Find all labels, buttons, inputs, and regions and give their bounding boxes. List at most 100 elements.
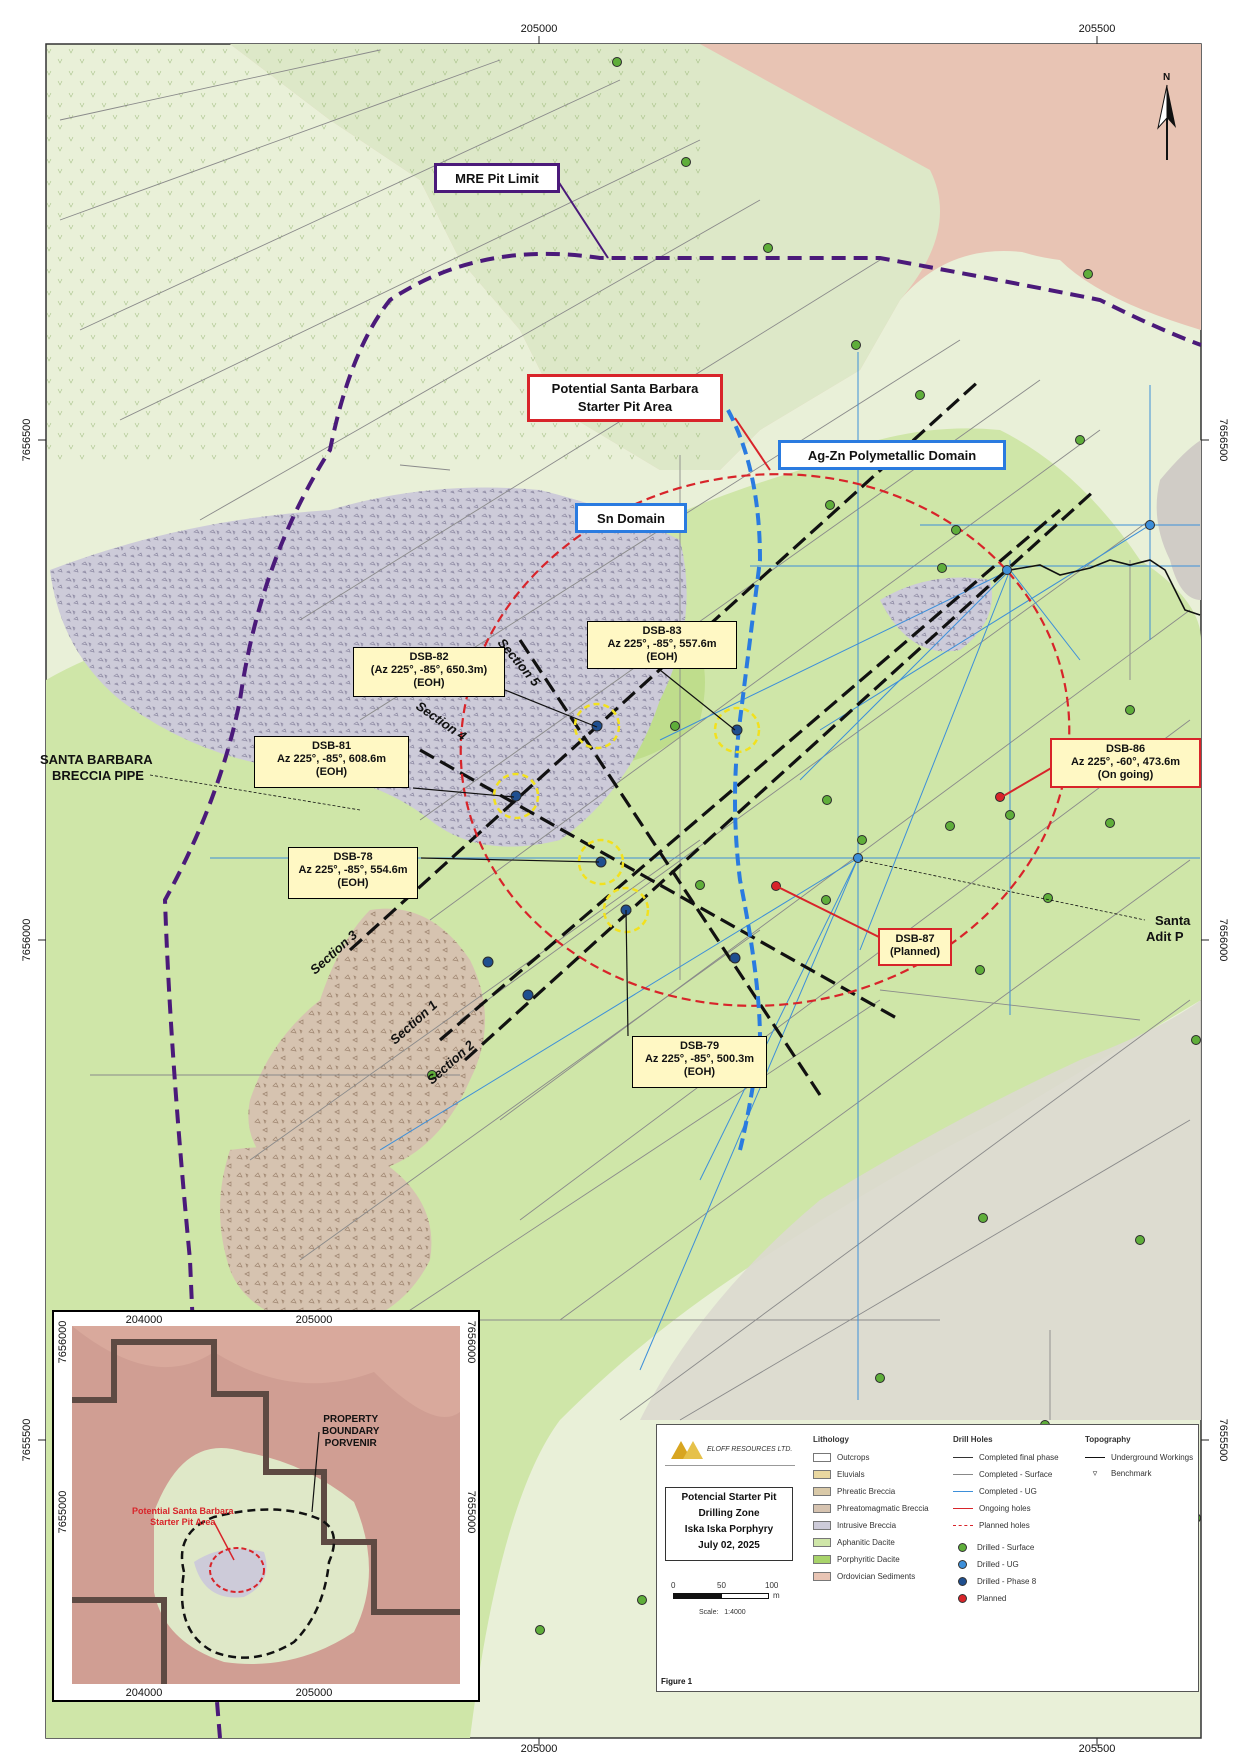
grid-y-right-2: 7656000	[1217, 919, 1229, 962]
legend-title-3: Iska Iska Porphyry	[684, 1524, 774, 1535]
drill-collar-surface	[1083, 269, 1093, 279]
drill-line-label: Ongoing holes	[979, 1504, 1031, 1513]
drill-collar-surface	[763, 243, 773, 253]
drill-collar-phase8	[729, 952, 741, 964]
drill-line-swatch	[953, 1474, 973, 1475]
scale-text: Scale: 1:4000	[699, 1609, 746, 1616]
underground-workings	[1009, 559, 1201, 616]
scale-tick-0: 0	[671, 1581, 676, 1590]
legend-topo-benchmark-label: Benchmark	[1111, 1469, 1152, 1478]
grid-y-right-1: 7656500	[1217, 419, 1229, 462]
lithology-label: Ordovician Sediments	[837, 1572, 916, 1581]
lithology-label: Porphyritic Dacite	[837, 1555, 900, 1564]
drill-point-icon	[958, 1560, 967, 1569]
drill-collar-surface	[1075, 435, 1085, 445]
drill-point-label: Drilled - Surface	[977, 1543, 1035, 1552]
lithology-label: Outcrops	[837, 1453, 870, 1462]
legend-lithology-item: Porphyritic Dacite	[813, 1553, 900, 1566]
drill-collar-surface	[1135, 1235, 1145, 1245]
santa-barbara-label-1: SANTA BARBARA	[40, 752, 153, 767]
starter-pit-area	[459, 473, 1071, 1007]
section-1-line	[438, 508, 1062, 1042]
inset-property-label: PROPERTY BOUNDARY PORVENIR	[322, 1414, 380, 1449]
inset-svg: 204000 205000 204000 205000 7656000 7655…	[57, 1314, 477, 1699]
drill-collar-surface	[945, 821, 955, 831]
legend-drill-line-item: Completed - Surface	[953, 1468, 1052, 1481]
dsb82-box: DSB-82 (Az 225°, -85°, 650.3m) (EOH)	[353, 647, 505, 697]
drill-line-swatch	[953, 1508, 973, 1509]
drill-collar-surface	[427, 1070, 437, 1080]
legend-drill-point-item: Drilled - Phase 8	[953, 1575, 1036, 1588]
lithology-title: Lithology	[813, 1435, 849, 1444]
grid-y-left-1: 7656500	[21, 419, 33, 462]
drill-point-label: Planned	[977, 1594, 1007, 1603]
drill-collar-surface	[951, 525, 961, 535]
scale-bar: 0 50 100 m Scale: 1:4000	[671, 1581, 793, 1621]
drill-point-label: Drilled - Phase 8	[977, 1577, 1037, 1586]
drill-point-icon	[958, 1594, 967, 1603]
inset-tick-right-1: 7656000	[465, 1321, 477, 1364]
legend-drill-line-item: Completed - UG	[953, 1485, 1037, 1498]
sn-domain-callout: Sn Domain	[575, 503, 687, 533]
legend-lithology-item: Phreatomagmatic Breccia	[813, 1502, 929, 1515]
drill-collar-ug	[1145, 520, 1155, 530]
scale-tick-50: 50	[717, 1581, 726, 1590]
drill-collar-phase8	[522, 989, 534, 1001]
legend-lithology-item: Phreatic Breccia	[813, 1485, 895, 1498]
lithology-swatch	[813, 1453, 831, 1462]
dsb78-box: DSB-78 Az 225°, -85°, 554.6m (EOH)	[288, 847, 418, 899]
dsb79-box: DSB-79 Az 225°, -85°, 500.3m (EOH)	[632, 1036, 767, 1088]
inset-tick-bottom-1: 204000	[126, 1687, 163, 1699]
drill-collar-surface	[978, 1213, 988, 1223]
company-name: ELOFF RESOURCES LTD.	[707, 1446, 793, 1453]
legend-topo-underground: Underground Workings	[1085, 1451, 1193, 1464]
grid-x-bottom-2: 205500	[1079, 1743, 1116, 1754]
legend-lithology-item: Outcrops	[813, 1451, 869, 1464]
drill-collar-surface	[695, 880, 705, 890]
grid-x-top-2: 205500	[1079, 23, 1116, 35]
drill-collar-surface	[1105, 818, 1115, 828]
legend-drill-point-item: Drilled - Surface	[953, 1541, 1034, 1554]
inset-tick-top-1: 204000	[126, 1314, 163, 1326]
drill-collar-surface	[612, 57, 622, 67]
legend-lithology-item: Eluvials	[813, 1468, 865, 1481]
drill-collar-surface	[681, 157, 691, 167]
drill-collar-surface	[851, 340, 861, 350]
benchmark-icon: ▿	[1092, 1468, 1098, 1478]
lithology-label: Phreatic Breccia	[837, 1487, 896, 1496]
drill-line-label: Completed - UG	[979, 1487, 1037, 1496]
topo-gray-outcrop	[1156, 440, 1201, 600]
lithology-swatch	[813, 1470, 831, 1479]
legend-drill-point-item: Drilled - UG	[953, 1558, 1019, 1571]
drill-collar-ug	[1002, 565, 1012, 575]
santa-barbara-label-2: BRECCIA PIPE	[52, 768, 144, 783]
dsb81-box: DSB-81 Az 225°, -85°, 608.6m (EOH)	[254, 736, 409, 788]
legend-drill-line-item: Planned holes	[953, 1519, 1030, 1532]
mre-pit-limit-callout: MRE Pit Limit	[434, 163, 560, 193]
inset-tick-top-2: 205000	[296, 1314, 333, 1326]
agzn-domain-callout: Ag-Zn Polymetallic Domain	[778, 440, 1006, 470]
lithology-swatch	[813, 1538, 831, 1547]
drill-collar-surface	[821, 895, 831, 905]
drill-holes-title: Drill Holes	[953, 1435, 993, 1444]
drill-point-label: Drilled - UG	[977, 1560, 1019, 1569]
inset-tick-left-2: 7655000	[57, 1491, 69, 1534]
lithology-label: Aphanitic Dacite	[837, 1538, 895, 1547]
legend-lithology-item: Ordovician Sediments	[813, 1570, 915, 1583]
lithology-swatch	[813, 1487, 831, 1496]
map-legend: ELOFF RESOURCES LTD. Potencial Starter P…	[656, 1424, 1199, 1692]
legend-drill-line-item: Ongoing holes	[953, 1502, 1031, 1515]
grid-ticks	[38, 36, 1209, 1746]
legend-title-block: Potencial Starter Pit Drilling Zone Iska…	[665, 1487, 793, 1561]
legend-lithology-item: Intrusive Breccia	[813, 1519, 896, 1532]
lithology-swatch	[813, 1521, 831, 1530]
drill-collar-surface	[670, 721, 680, 731]
drill-collars	[427, 57, 1201, 1635]
section-2-line	[463, 488, 1097, 1062]
legend-drill-point-item: Planned	[953, 1592, 1006, 1605]
drill-collar-surface	[1043, 893, 1053, 903]
inset-tick-right-2: 7655000	[465, 1491, 477, 1534]
drill-collar-phase8	[591, 720, 603, 732]
drill-collar-surface	[937, 563, 947, 573]
completed-ug-holes	[210, 352, 1200, 1400]
